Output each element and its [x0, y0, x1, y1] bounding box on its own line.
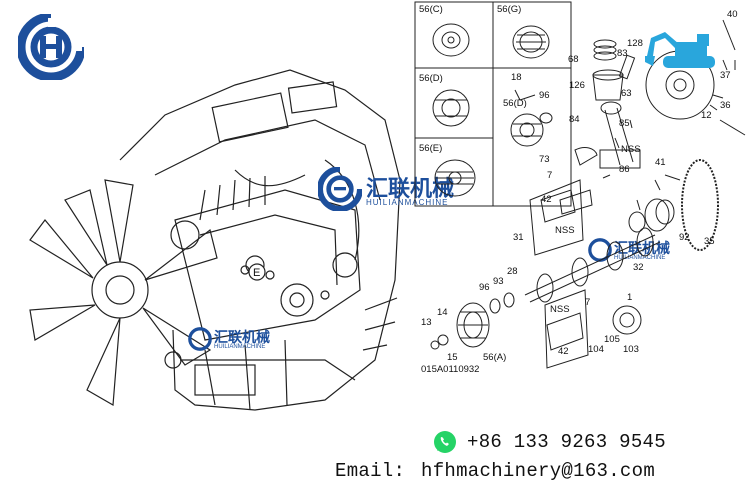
callout-42: 42 [541, 194, 552, 205]
email-label: Email: [335, 460, 406, 482]
callout-1: 1 [627, 292, 632, 303]
callout-73: 73 [539, 154, 550, 165]
pulley-56d-icon [432, 89, 470, 127]
callout-56a: 56(A) [483, 352, 506, 363]
pulley-56e-icon [434, 159, 476, 197]
email-address[interactable]: hfhmachinery@163.com [421, 460, 656, 482]
callout-32: 32 [633, 262, 644, 273]
parts-diagram: 56(C) 56(G) 56(D) 56(E) 18 96 56(D) 68 8… [414, 1, 746, 375]
callout-93: 93 [493, 276, 504, 287]
ring-gear-icon [681, 159, 719, 251]
brand-logo-icon [188, 327, 212, 351]
callout-56c: 56(C) [419, 4, 443, 15]
callout-96: 96 [539, 90, 550, 101]
crankshaft-icon [524, 227, 661, 303]
front-pulley-56a-icon [456, 302, 490, 348]
brand-logo-icon [18, 14, 84, 80]
callout-31: 31 [513, 232, 524, 243]
label-e-marker: E [248, 263, 266, 281]
excavator-icon [645, 32, 715, 68]
engine-illustration: E [29, 69, 401, 411]
callout-63: 63 [621, 88, 632, 99]
callout-35: 35 [704, 236, 715, 247]
callout-105: 105 [604, 334, 620, 345]
brand-logo-icon [318, 167, 362, 211]
callout-104: 104 [588, 344, 604, 355]
callout-83: 83 [617, 48, 628, 59]
callout-40: 40 [727, 9, 738, 20]
callout-12: 12 [701, 110, 712, 121]
watermark-small-left: 汇联机械 HUILIANMACHINE [188, 325, 308, 355]
drawing-code: 015A0110932 [421, 364, 479, 375]
phone-number[interactable]: +86 133 9263 9545 [467, 431, 666, 453]
callout-56e: 56(E) [419, 143, 442, 154]
callout-68: 68 [568, 54, 579, 65]
callout-126: 126 [569, 80, 585, 91]
callout-15: 15 [447, 352, 458, 363]
callout-7-bottom: 7 [585, 297, 590, 308]
callout-nss: NSS [555, 225, 575, 236]
svg-text:E: E [253, 267, 260, 279]
callout-7: 7 [547, 170, 552, 181]
callout-36: 36 [720, 100, 731, 111]
cooling-fan-icon [29, 179, 218, 406]
callout-56d: 56(D) [419, 73, 443, 84]
pulley-56g-icon [512, 25, 550, 59]
pulley-56c-icon [432, 23, 470, 57]
callout-14: 14 [437, 307, 448, 318]
callout-37: 37 [720, 70, 731, 81]
callout-28: 28 [507, 266, 518, 277]
callout-nss: NSS [550, 304, 570, 315]
brand-name-en: HUILIANMACHINE [366, 198, 449, 207]
callout-13: 13 [421, 317, 432, 328]
callout-42-bottom: 42 [558, 346, 569, 357]
callout-103: 103 [623, 344, 639, 355]
callout-128: 128 [627, 38, 643, 49]
callout-41: 41 [655, 157, 666, 168]
callout-84: 84 [569, 114, 580, 125]
callout-18: 18 [511, 72, 522, 83]
pulley-56d-mid-icon [510, 112, 553, 147]
callout-96-bottom: 96 [479, 282, 490, 293]
callout-56g: 56(G) [497, 4, 521, 15]
callout-nss: NSS [621, 144, 641, 155]
callout-56d-mid: 56(D) [503, 98, 527, 109]
callout-86: 86 [619, 164, 630, 175]
whatsapp-icon [434, 431, 456, 453]
callout-92: 92 [679, 232, 690, 243]
callout-85: 85 [619, 118, 630, 129]
